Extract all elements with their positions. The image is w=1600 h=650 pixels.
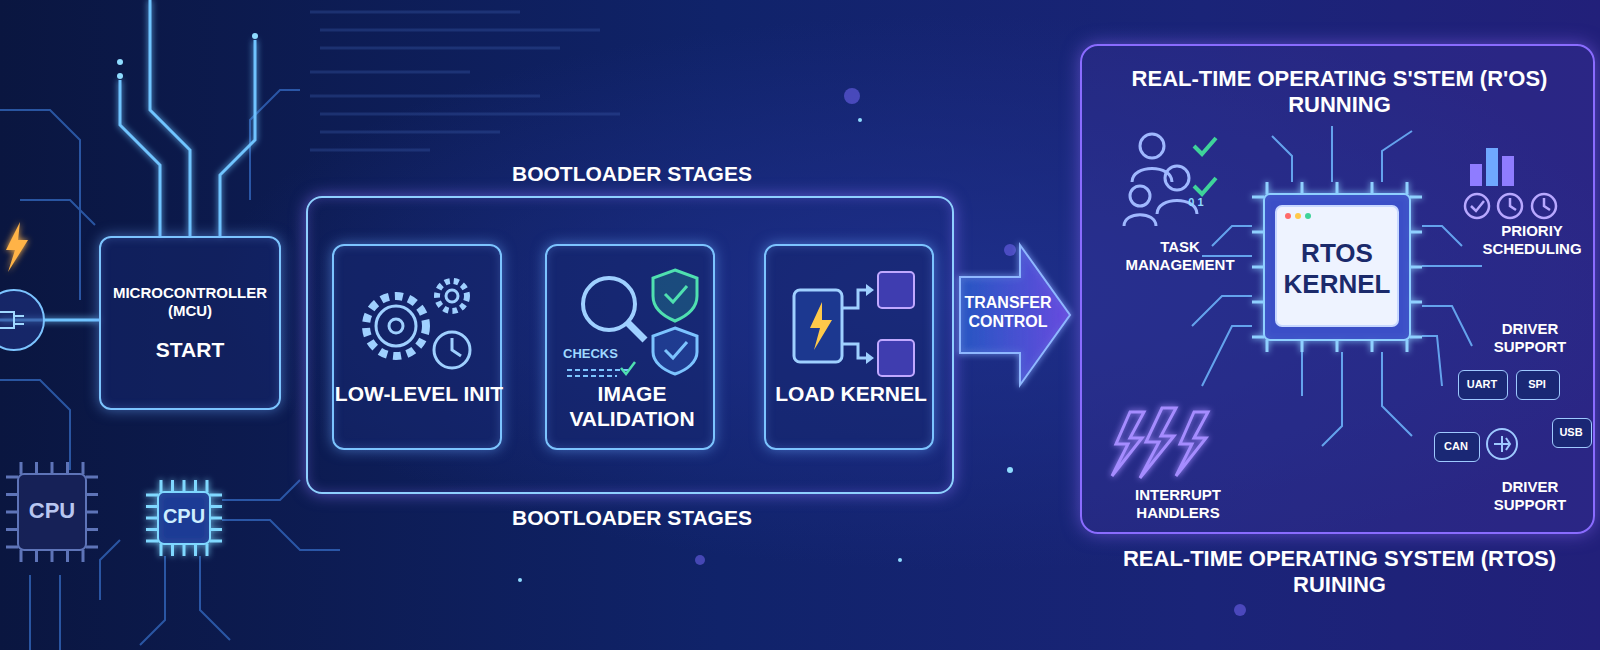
bus-label: UART [1459,378,1505,391]
group-title: BOOTLOADER STAGES [308,162,956,187]
panel-label: PRIORIY SCHEDULING [1470,222,1594,257]
cpu-chip: CPU [146,480,222,556]
gear-clock-icon [334,246,504,452]
bus-label: USB [1553,426,1589,439]
panel-title: REAL-TIME OPERATING S'STEM (R'OS) RUNNIN… [1112,66,1567,118]
panel-label: INTERRUPT HANDLERS [1102,486,1254,521]
panel-label: DRIVER SUPPORT [1480,320,1580,355]
stage-title: IMAGE VALIDATION [547,382,717,432]
panel-title: REAL-TIME OPERATING SYSTEM (RTOS) RUININ… [1112,546,1567,598]
mcu-label: MICROCONTROLLER (MCU) [107,284,273,319]
connector [934,313,960,318]
mcu-start: START [107,338,273,363]
connector [182,410,187,480]
panel-label: 0 1 [1188,196,1204,209]
rtos-panel: REAL-TIME OPERATING S'STEM (R'OS) RUNNIN… [1080,44,1595,534]
icon-caption: CHECKS [563,346,633,361]
cpu-label: CPU [146,505,222,529]
kernel-chip: RTOS KERNEL [1252,182,1422,352]
connector [281,321,306,326]
bus-label: SPI [1517,378,1557,391]
bus-label: CAN [1435,440,1477,453]
connector [502,345,545,350]
stage-box: LOAD KERNEL [764,244,934,450]
stage-box: LOW-LEVEL INIT [332,244,502,450]
cpu-label: CPU [6,498,98,524]
cpu-chip: CPU [6,462,98,562]
faint-code-lines [310,12,620,150]
panel-label: DRIVER SUPPORT [1480,478,1580,513]
process-box: MICROCONTROLLER (MCU) START [99,236,281,410]
circuit-traces [0,90,340,650]
bus-box: UART [1458,370,1508,400]
bus-box: CAN [1434,432,1480,462]
stage-box: CHECKS IMAGE VALIDATION [545,244,715,450]
arrow-label: TRANSFER CONTROL [960,294,1056,332]
bus-box: USB [1552,418,1592,448]
connector [715,345,764,350]
bus-box: SPI [1516,370,1560,400]
panel-label: TASK MANAGEMENT [1108,238,1252,273]
kernel-label: RTOS KERNEL [1276,238,1398,299]
group-title: BOOTLOADER STAGES [308,506,956,531]
transfer-arrow: TRANSFER CONTROL [960,245,1070,385]
power-plug-icon [0,222,44,350]
connector [1070,313,1080,318]
stage-title: LOAD KERNEL [766,382,936,407]
load-chip-icon [766,246,936,452]
bootloader-group: BOOTLOADER STAGESBOOTLOADER STAGESLOW-LE… [306,196,954,494]
stage-title: LOW-LEVEL INIT [334,382,504,407]
